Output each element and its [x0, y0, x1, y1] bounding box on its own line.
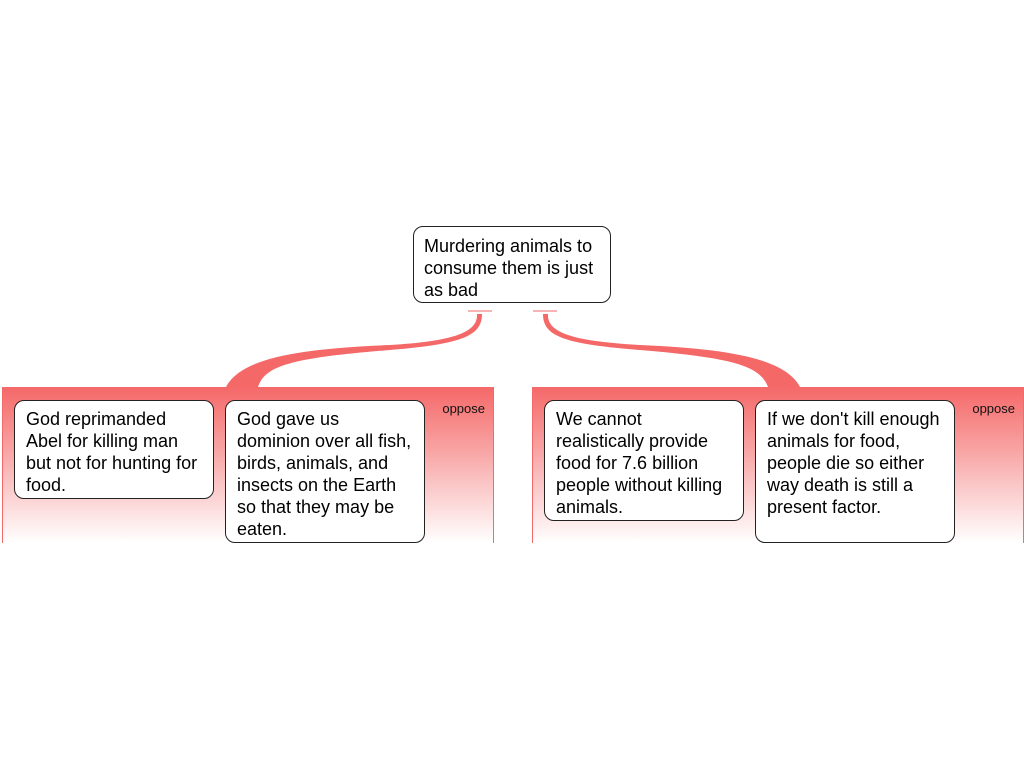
connector-right: [543, 314, 800, 387]
reason-box-dominion[interactable]: God gave us dominion over all fish, bird…: [225, 400, 425, 543]
main-claim[interactable]: Murdering animals to consume them is jus…: [413, 226, 611, 303]
group-tag-oppose: oppose: [442, 401, 485, 416]
group-tag-oppose: oppose: [972, 401, 1015, 416]
reason-box-abel[interactable]: God reprimanded Abel for killing man but…: [14, 400, 214, 499]
connector-left: [226, 314, 482, 387]
reason-box-death-factor[interactable]: If we don't kill enough animals for food…: [755, 400, 955, 543]
reason-box-food-supply[interactable]: We cannot realistically provide food for…: [544, 400, 744, 521]
